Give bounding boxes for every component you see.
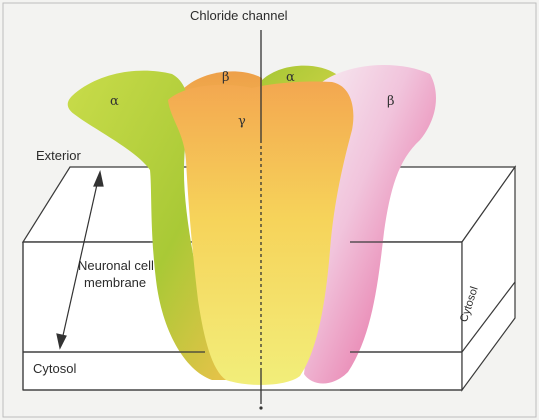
exterior-label: Exterior <box>36 148 81 163</box>
chloride-channel-title: Chloride channel <box>190 8 288 23</box>
beta-right-label: β <box>387 94 395 109</box>
cytosol-label: Cytosol <box>33 361 76 376</box>
membrane-label-line1: Neuronal cell <box>78 258 154 273</box>
alpha-right-label: α <box>286 70 295 85</box>
beta-back-label: β <box>222 70 230 85</box>
membrane-label-line2: membrane <box>84 275 146 290</box>
gamma-label: γ <box>238 114 246 129</box>
alpha-left-label: α <box>110 94 119 109</box>
